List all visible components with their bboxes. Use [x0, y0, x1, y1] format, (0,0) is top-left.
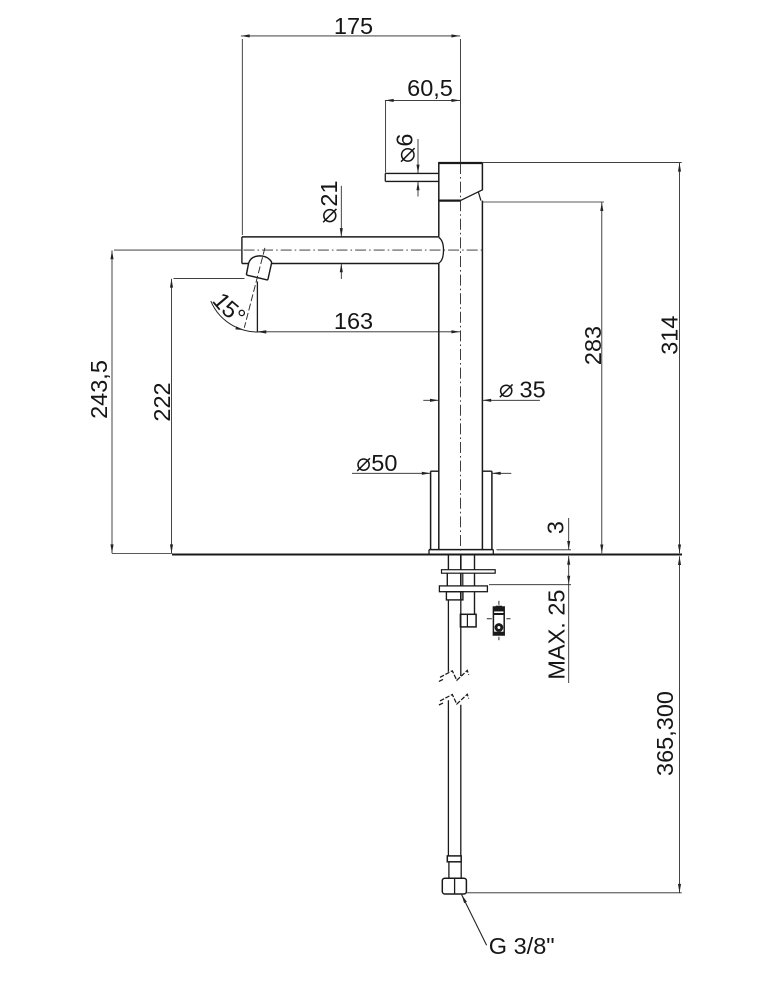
svg-text:175: 175 [334, 13, 373, 39]
svg-text:MAX. 25: MAX. 25 [543, 590, 569, 680]
svg-text:243,5: 243,5 [86, 360, 112, 419]
svg-text:222: 222 [149, 382, 175, 421]
svg-text:G 3/8": G 3/8" [489, 933, 555, 959]
svg-text:50: 50 [371, 450, 397, 476]
svg-text:35: 35 [520, 376, 546, 402]
svg-text:163: 163 [334, 308, 373, 334]
svg-text:283: 283 [580, 326, 606, 365]
svg-text:365,300: 365,300 [652, 691, 678, 776]
svg-text:6: 6 [392, 134, 418, 147]
svg-text:3: 3 [543, 521, 569, 534]
svg-text:60,5: 60,5 [407, 75, 453, 101]
svg-text:314: 314 [657, 316, 683, 355]
svg-text:21: 21 [316, 180, 342, 206]
